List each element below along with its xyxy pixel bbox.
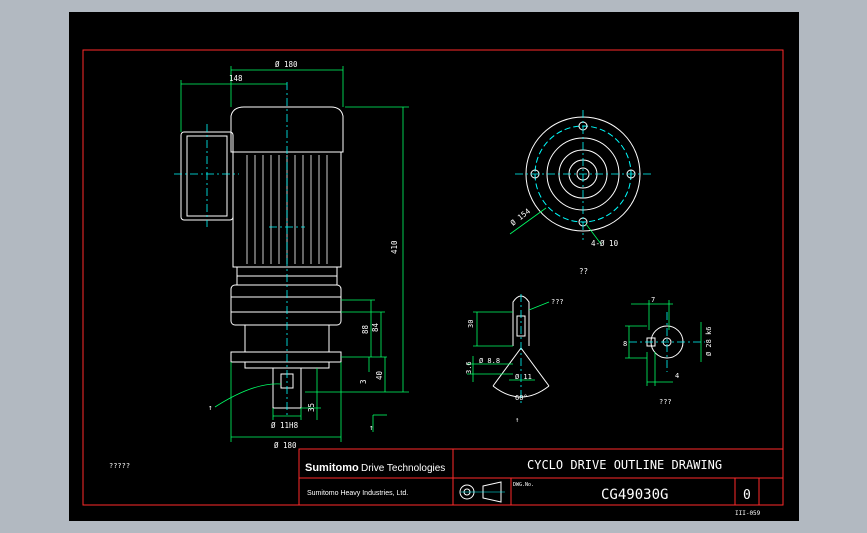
dim-3: 3: [359, 379, 368, 384]
key-detail-view: [467, 294, 550, 404]
dim-410: 410: [390, 240, 399, 254]
elevation-dimensions: [180, 66, 409, 442]
dim-shaft-7: 7: [651, 296, 655, 304]
flange-view-label: ??: [579, 267, 588, 276]
left-note: ?????: [109, 462, 130, 470]
title-block: [298, 448, 784, 506]
dim-hole-4x: 4-Ø 10: [591, 239, 619, 248]
output-flange: [230, 351, 342, 363]
dim-key-36: 3.6: [465, 361, 473, 374]
sheet-number: III-059: [735, 510, 761, 517]
dim-84: 84: [371, 322, 380, 332]
elevation-dimension-text: Ø 180 148 410 88 84 3 40 35 Ø 11H8 Ø 180…: [208, 60, 399, 450]
reducer-housing: [230, 284, 342, 326]
company-suffix: Drive Technologies: [361, 463, 445, 474]
company-name: Sumitomo: [305, 462, 359, 474]
dim-40: 40: [375, 370, 384, 380]
dim-key-hole: Ø 8.8: [479, 357, 500, 365]
flange-plan-view: [509, 110, 651, 245]
dim-shaft-8: 8: [623, 340, 627, 348]
revision: 0: [743, 488, 751, 503]
key-view-label: ↑: [515, 416, 519, 424]
key-callout: ???: [551, 298, 564, 306]
dim-shaft-dia: Ø 28 k6: [705, 326, 713, 356]
drawing-title: CYCLO DRIVE OUTLINE DRAWING: [527, 458, 722, 472]
view-arrow-1: ↑: [208, 403, 213, 412]
drawing-number: CG49030G: [601, 487, 668, 503]
dim-key-30: 30: [467, 320, 475, 328]
dim-top-dia: Ø 180: [275, 60, 298, 69]
dim-bottom-dia: Ø 180: [274, 441, 297, 450]
drawing-number-label: DWG.No.: [513, 482, 534, 488]
elevation-centerlines: [174, 82, 305, 417]
drawing-frame: [82, 49, 784, 506]
company-subtitle: Sumitomo Heavy Industries, Ltd.: [307, 490, 408, 497]
outline-drawing: Ø 180 148 410 88 84 3 40 35 Ø 11H8 Ø 180…: [82, 49, 784, 517]
dim-35: 35: [307, 403, 316, 412]
view-arrow-2: ↑: [369, 423, 374, 432]
shaft-view-label: ???: [659, 398, 672, 406]
dim-key-11: Ø 11: [515, 373, 532, 381]
dim-key-angle: 60°: [515, 394, 528, 402]
dim-shaft-4: 4: [675, 372, 679, 380]
dim-148: 148: [229, 74, 243, 83]
motor-top-cap: [230, 106, 344, 153]
dim-shaft-fit: Ø 11H8: [271, 421, 299, 430]
projection-symbol: [459, 481, 505, 503]
shaft-section-view: [625, 300, 705, 386]
motor-elevation-view: [180, 106, 344, 409]
cad-drawing-canvas: Ø 180 148 410 88 84 3 40 35 Ø 11H8 Ø 180…: [69, 12, 799, 521]
dim-bolt-circle: Ø 154: [509, 206, 533, 227]
dim-88: 88: [361, 324, 370, 334]
